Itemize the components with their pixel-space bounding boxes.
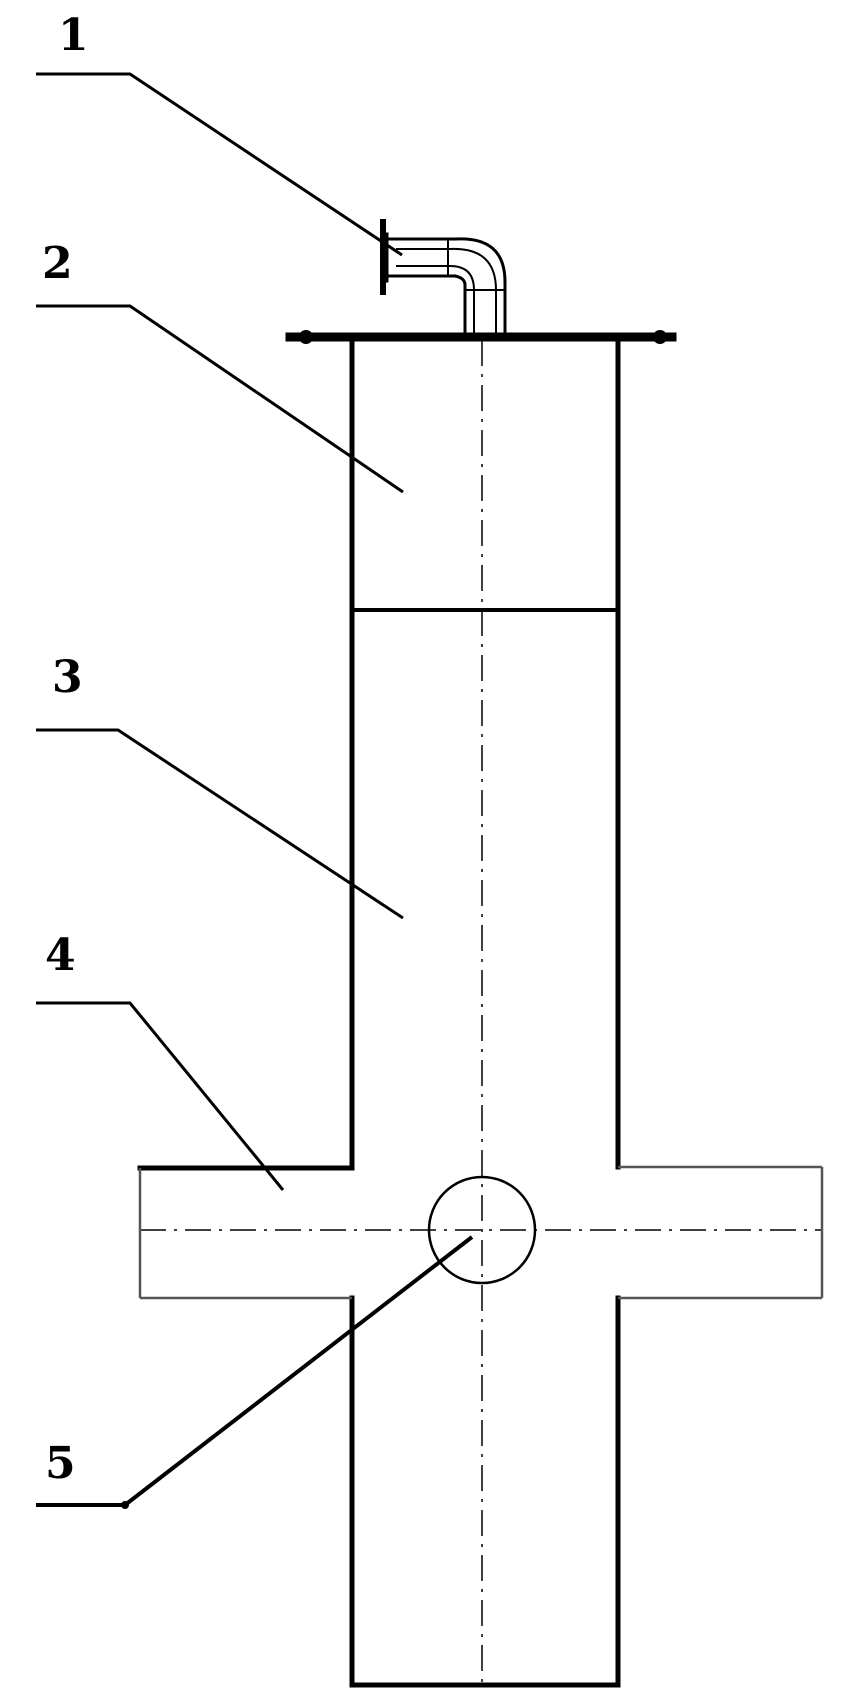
center-circle	[427, 1175, 537, 1285]
flange-bolt-left	[299, 330, 313, 344]
callout-number-5: 5	[45, 1438, 76, 1489]
callout-number-4: 4	[45, 930, 76, 981]
elbow-bend-inner	[453, 274, 467, 287]
leader-line-2	[36, 304, 404, 494]
main-column	[349, 610, 621, 1688]
leader-lines	[36, 72, 474, 1509]
leader-line-1	[36, 72, 403, 257]
center-lines	[140, 340, 822, 1685]
callout-number-3: 3	[52, 652, 83, 703]
callout-number-2: 2	[42, 238, 73, 289]
side-branches	[137, 1165, 824, 1300]
upper-section	[349, 337, 621, 616]
leader-line-4	[36, 1001, 285, 1191]
elbow-bend-mid-1	[449, 247, 497, 291]
leader-line-5	[36, 1235, 474, 1507]
flange-bolt-right	[653, 330, 667, 344]
elbow-pipe	[380, 219, 507, 335]
elbow-bend-outer	[453, 237, 507, 284]
elbow-bend-mid-2	[449, 265, 475, 291]
leader-5-dot	[121, 1501, 129, 1509]
top-flange	[285, 330, 677, 344]
callout-number-1: 1	[58, 10, 89, 61]
callout-labels: 1 2 3 4 5	[42, 10, 89, 1489]
leader-line-3	[36, 728, 404, 920]
